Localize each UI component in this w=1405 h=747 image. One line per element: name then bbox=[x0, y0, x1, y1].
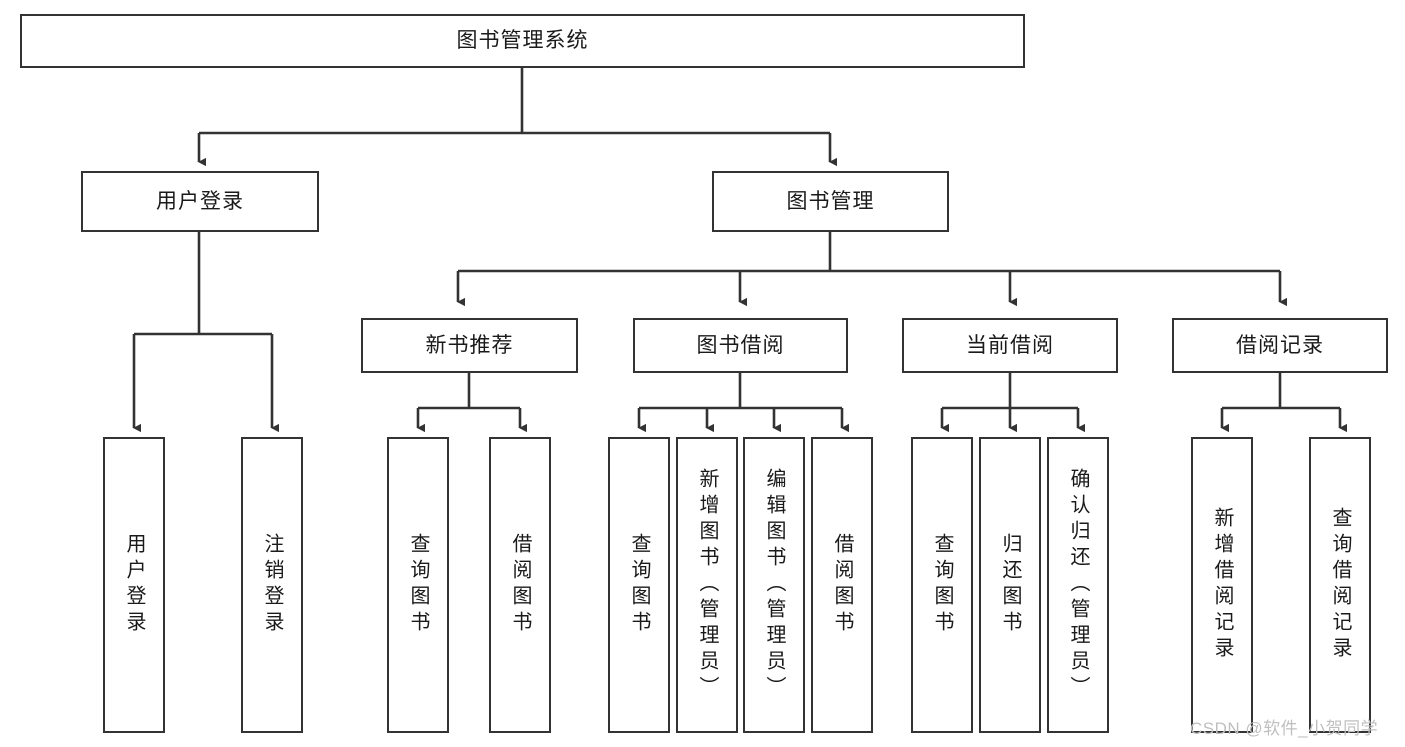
leaf-borrow-book-recommend[interactable]: 借阅图书 bbox=[489, 437, 551, 733]
node-label: 查询图书 bbox=[628, 533, 650, 637]
node-book-borrow[interactable]: 图书借阅 bbox=[633, 318, 848, 373]
node-root-system[interactable]: 图书管理系统 bbox=[20, 14, 1025, 68]
leaf-return-book[interactable]: 归还图书 bbox=[979, 437, 1041, 733]
node-borrow-record[interactable]: 借阅记录 bbox=[1172, 318, 1388, 373]
node-label: 新增图书（管理员） bbox=[696, 468, 718, 702]
leaf-borrow-book[interactable]: 借阅图书 bbox=[811, 437, 873, 733]
node-label: 借阅图书 bbox=[509, 533, 531, 637]
leaf-query-book-borrow[interactable]: 查询图书 bbox=[608, 437, 670, 733]
node-label: 图书管理 bbox=[786, 189, 875, 213]
node-label: 用户登录 bbox=[156, 189, 244, 213]
leaf-user-login[interactable]: 用户登录 bbox=[103, 437, 165, 733]
watermark-csdn: CSDN @软件_小贺同学 bbox=[1190, 719, 1379, 738]
node-label: 用户登录 bbox=[123, 533, 145, 637]
leaf-edit-book-admin[interactable]: 编辑图书（管理员） bbox=[743, 437, 805, 733]
leaf-add-book-admin[interactable]: 新增图书（管理员） bbox=[676, 437, 738, 733]
node-label: 归还图书 bbox=[999, 533, 1021, 637]
node-label: 借阅记录 bbox=[1236, 333, 1324, 357]
node-user-login[interactable]: 用户登录 bbox=[81, 171, 319, 232]
node-label: 查询图书 bbox=[931, 533, 953, 637]
leaf-query-book-recommend[interactable]: 查询图书 bbox=[387, 437, 449, 733]
node-label: 查询图书 bbox=[407, 533, 429, 637]
leaf-logout[interactable]: 注销登录 bbox=[241, 437, 303, 733]
leaf-query-borrow-record[interactable]: 查询借阅记录 bbox=[1309, 437, 1371, 733]
leaf-confirm-return-admin[interactable]: 确认归还（管理员） bbox=[1047, 437, 1109, 733]
node-new-book-recommend[interactable]: 新书推荐 bbox=[361, 318, 578, 373]
node-label: 新增借阅记录 bbox=[1211, 507, 1233, 663]
node-label: 确认归还（管理员） bbox=[1067, 468, 1089, 702]
node-label: 查询借阅记录 bbox=[1329, 507, 1351, 663]
leaf-add-borrow-record[interactable]: 新增借阅记录 bbox=[1191, 437, 1253, 733]
node-label: 借阅图书 bbox=[831, 533, 853, 637]
node-label: 当前借阅 bbox=[966, 333, 1054, 357]
node-label: 图书借阅 bbox=[696, 333, 785, 357]
node-label: 注销登录 bbox=[261, 533, 283, 637]
node-label: 图书管理系统 bbox=[456, 29, 589, 53]
node-book-management[interactable]: 图书管理 bbox=[712, 171, 949, 232]
node-label: 编辑图书（管理员） bbox=[763, 468, 785, 702]
node-label: 新书推荐 bbox=[425, 333, 514, 357]
node-current-borrow[interactable]: 当前借阅 bbox=[902, 318, 1118, 373]
leaf-query-book-current[interactable]: 查询图书 bbox=[911, 437, 973, 733]
